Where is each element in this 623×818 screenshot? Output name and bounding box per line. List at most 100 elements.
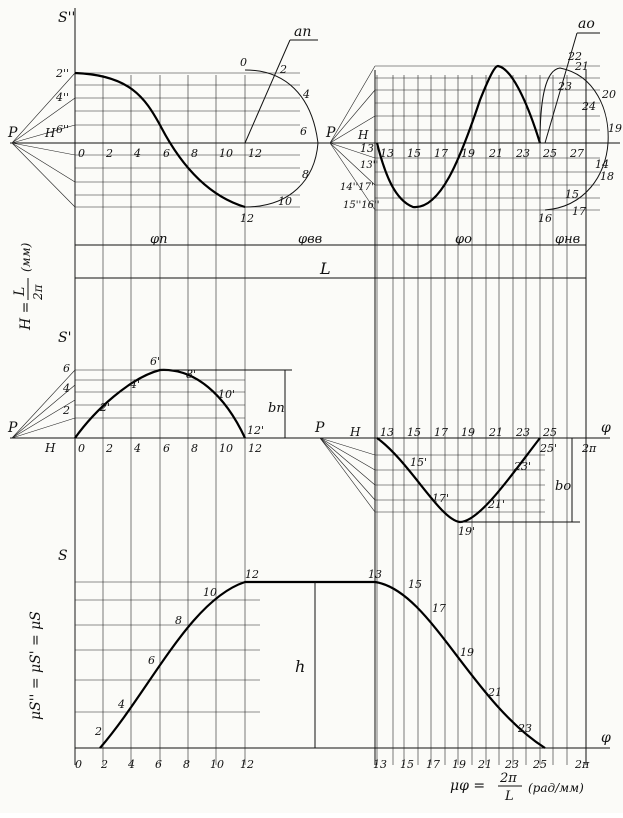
middle-y-axis-label: S' — [58, 330, 71, 346]
acceleration-rise-curve — [74, 71, 246, 209]
top-pole-label: P — [7, 125, 18, 141]
displacement-point-label: 10 — [203, 586, 217, 599]
phi-nv-label: φнв — [555, 232, 580, 247]
middle-x-tick: 2 — [105, 442, 113, 455]
top-curves — [74, 32, 609, 211]
velocity-point-label: 17' — [432, 492, 449, 505]
velocity-point-label: 8' — [186, 368, 196, 381]
displacement-point-label: 21 — [487, 686, 502, 699]
bottom-x-tick: 10 — [210, 758, 224, 771]
middle-h-right-label: H — [349, 425, 361, 439]
middle-pole-right-label: P — [314, 420, 325, 436]
circle-label: 8 — [302, 168, 309, 181]
top-pole-right-label: P — [325, 125, 336, 141]
scale-phi-numerator: 2π — [499, 771, 517, 786]
velocity-point-label: 19' — [458, 525, 475, 538]
scale-L-numerator: L — [12, 287, 28, 297]
scale-mu-formula: μS'' = μS' = μS — [28, 611, 44, 720]
bottom-curves — [99, 580, 546, 749]
middle-x-tick: 25 — [542, 426, 557, 439]
ao-label: ao — [578, 16, 595, 32]
bottom-x-tick: 8 — [183, 758, 190, 771]
middle-x-tick: 17 — [434, 426, 448, 439]
L-label: L — [319, 259, 331, 278]
middle-2pi-label: 2π — [581, 442, 597, 455]
displacement-point-label: 15 — [408, 578, 422, 591]
velocity-point-label: 25' — [539, 442, 557, 455]
top-x-tick: 12 — [248, 147, 262, 160]
displacement-point-label: 8 — [175, 614, 182, 627]
pole-ray — [11, 417, 76, 439]
circle-label: 18 — [600, 170, 614, 183]
an-pointer — [244, 39, 291, 144]
middle-y-tick: 4 — [62, 382, 70, 395]
middle-pole-label: P — [7, 420, 18, 436]
h-label: h — [295, 657, 305, 676]
velocity-point-label: 23' — [513, 460, 531, 473]
bottom-x-tick: 2 — [100, 758, 108, 771]
projection-lines — [75, 65, 600, 713]
middle-x-tick: 13 — [380, 426, 394, 439]
middle-x-axis-label: φ — [601, 420, 611, 436]
velocity-point-label: 10' — [218, 388, 235, 401]
bottom-x-tick: 21 — [477, 758, 492, 771]
middle-x-tick: 19 — [461, 426, 475, 439]
acceleration-return-curve — [375, 64, 542, 209]
circle-label: 14 — [595, 158, 609, 171]
pole-ray — [319, 437, 376, 513]
circle-label: 16 — [538, 212, 552, 225]
pole-ray — [329, 142, 376, 159]
circle-label: 6 — [300, 125, 307, 138]
displacement-point-label: 6 — [148, 654, 155, 667]
scale-phi-unit: (рад/мм) — [528, 781, 584, 795]
circle-label: 2 — [279, 63, 287, 76]
top-y-tick: 4'' — [55, 91, 69, 104]
phi-bv-label: φвв — [298, 232, 322, 247]
an-label: an — [294, 24, 311, 40]
pole-ray — [11, 399, 76, 439]
circle-label: 23 — [557, 80, 572, 93]
circle-label: 4 — [302, 88, 310, 101]
bottom-x-tick: 19 — [452, 758, 466, 771]
displacement-point-label: 23 — [517, 722, 532, 735]
middle-x-tick: 23 — [515, 426, 530, 439]
ao-pointer — [544, 32, 578, 144]
bn-label: bп — [268, 401, 285, 416]
bottom-y-axis-label: S — [58, 548, 68, 564]
circle-label: 24 — [581, 100, 596, 113]
scale-phi-formula: μφ = 2π L (рад/мм) — [450, 771, 584, 804]
bottom-x-tick: 0 — [75, 758, 82, 771]
bottom-x-tick: 15 — [400, 758, 414, 771]
scale-phi-denominator: L — [504, 789, 514, 804]
pole-ray — [11, 384, 76, 439]
bo-label: bо — [555, 479, 571, 494]
top-x-tick: 8 — [191, 147, 198, 160]
velocity-point-label: 15' — [410, 456, 427, 469]
pole-ray — [11, 142, 76, 183]
circle-label: 20 — [601, 88, 616, 101]
circle-label: 22 — [567, 50, 582, 63]
scale-unit: (мм) — [19, 242, 33, 272]
circle-label: 15 — [565, 188, 579, 201]
middle-x-tick: 21 — [488, 426, 503, 439]
bottom-x-tick: 25 — [532, 758, 547, 771]
pole-ray — [11, 369, 76, 439]
top-x-tick: 2 — [105, 147, 113, 160]
top-h-label: H — [44, 126, 56, 140]
circle-label: 19 — [608, 122, 622, 135]
bottom-x-axis-label: φ — [601, 730, 611, 746]
middle-x-tick: 10 — [219, 442, 233, 455]
circle-label: 21 — [574, 60, 589, 73]
middle-h-label: H — [44, 441, 56, 455]
pole-ray — [319, 437, 376, 471]
middle-x-tick: 8 — [191, 442, 198, 455]
top-y-tick: 6'' — [56, 123, 69, 136]
middle-x-tick: 6 — [163, 442, 170, 455]
pole-ray — [11, 142, 76, 208]
pole-ray — [319, 437, 376, 501]
circle-arc-an — [244, 69, 319, 208]
displacement-point-label: 13 — [368, 568, 382, 581]
top-x-tick: 23 — [515, 147, 530, 160]
